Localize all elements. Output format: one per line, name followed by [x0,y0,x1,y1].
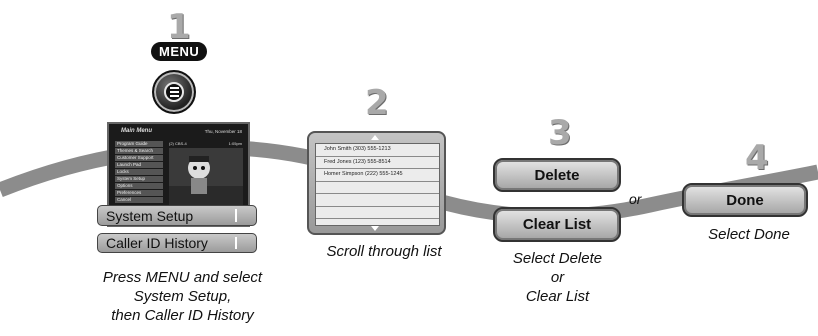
step-3-number: 3 [548,113,572,153]
tv-menu-item: Cancel [115,197,163,203]
step-3-caption: Select Delete or Clear List [480,249,635,306]
tv-menu-item: Options [115,183,163,189]
system-setup-button[interactable]: System Setup [97,205,257,226]
step-2-number: 2 [365,83,389,123]
tv-preview-image [169,148,243,206]
step-4-number: 4 [745,138,769,178]
scroll-down-arrow[interactable] [371,226,379,231]
delete-label: Delete [534,166,580,184]
tv-menu-item: Preferences [115,190,163,196]
system-setup-label: System Setup [106,207,194,224]
tv-menu-item: Themes & Search [115,148,163,154]
caller-id-history-button[interactable]: Caller ID History [97,233,257,253]
caller-id-entry-empty [316,182,439,194]
caller-id-entry-empty [316,207,439,219]
step-1-caption-line: Press MENU and select [102,269,263,286]
caller-id-list: John Smith (303) 555-1213 Fred Jones (12… [315,143,440,226]
step-3-caption-line: Clear List [525,288,590,305]
caller-id-entry-empty [316,194,439,207]
caller-id-list-panel: John Smith (303) 555-1213 Fred Jones (12… [307,131,446,235]
step-1-number: 1 [167,7,191,47]
caller-id-history-label: Caller ID History [106,235,208,251]
caller-id-entry[interactable]: Fred Jones (123) 555-8514 [316,157,439,169]
step-1-caption: Press MENU and select System Setup, then… [60,268,305,325]
tv-screen-title: Main Menu [121,128,152,134]
tv-menu-item: Customer Support [115,155,163,161]
system-setup-divider [235,209,237,222]
clear-list-label: Clear List [522,216,592,233]
menu-button[interactable] [152,70,196,114]
menu-key-label: MENU [151,42,208,61]
delete-button[interactable]: Delete [493,158,621,192]
or-label: or [629,191,642,207]
tv-menu-list: Program Guide Themes & Search Customer S… [115,140,163,204]
menu-icon [164,82,184,102]
tv-screen-date: Thu, November 18 [204,129,242,134]
scroll-up-arrow[interactable] [371,135,379,140]
tv-menu-item: Launch Pad [115,162,163,168]
caller-id-history-divider [235,237,237,249]
caller-id-entry[interactable]: John Smith (303) 555-1213 [316,144,439,157]
tv-menu-item: Locks [115,169,163,175]
tv-time: 1:05pm [228,141,242,146]
tv-channel: (2) CBS-4 [169,141,187,146]
tv-menu-item: System Setup [115,176,163,182]
step-3-caption-line: Select Delete [512,250,603,267]
step-1-caption-line: System Setup, [133,288,232,305]
clear-list-button[interactable]: Clear List [493,207,621,242]
tv-menu-item: Program Guide [115,141,163,147]
step-2-caption: Scroll through list [326,243,442,260]
caller-id-entry[interactable]: Homer Simpson (222) 555-1245 [316,169,439,182]
step-4-caption: Select Done [708,226,790,243]
step-1-caption-line: then Caller ID History [111,307,254,324]
step-3-caption-line: or [550,269,565,286]
done-button[interactable]: Done [682,183,808,217]
done-label: Done [726,191,764,209]
